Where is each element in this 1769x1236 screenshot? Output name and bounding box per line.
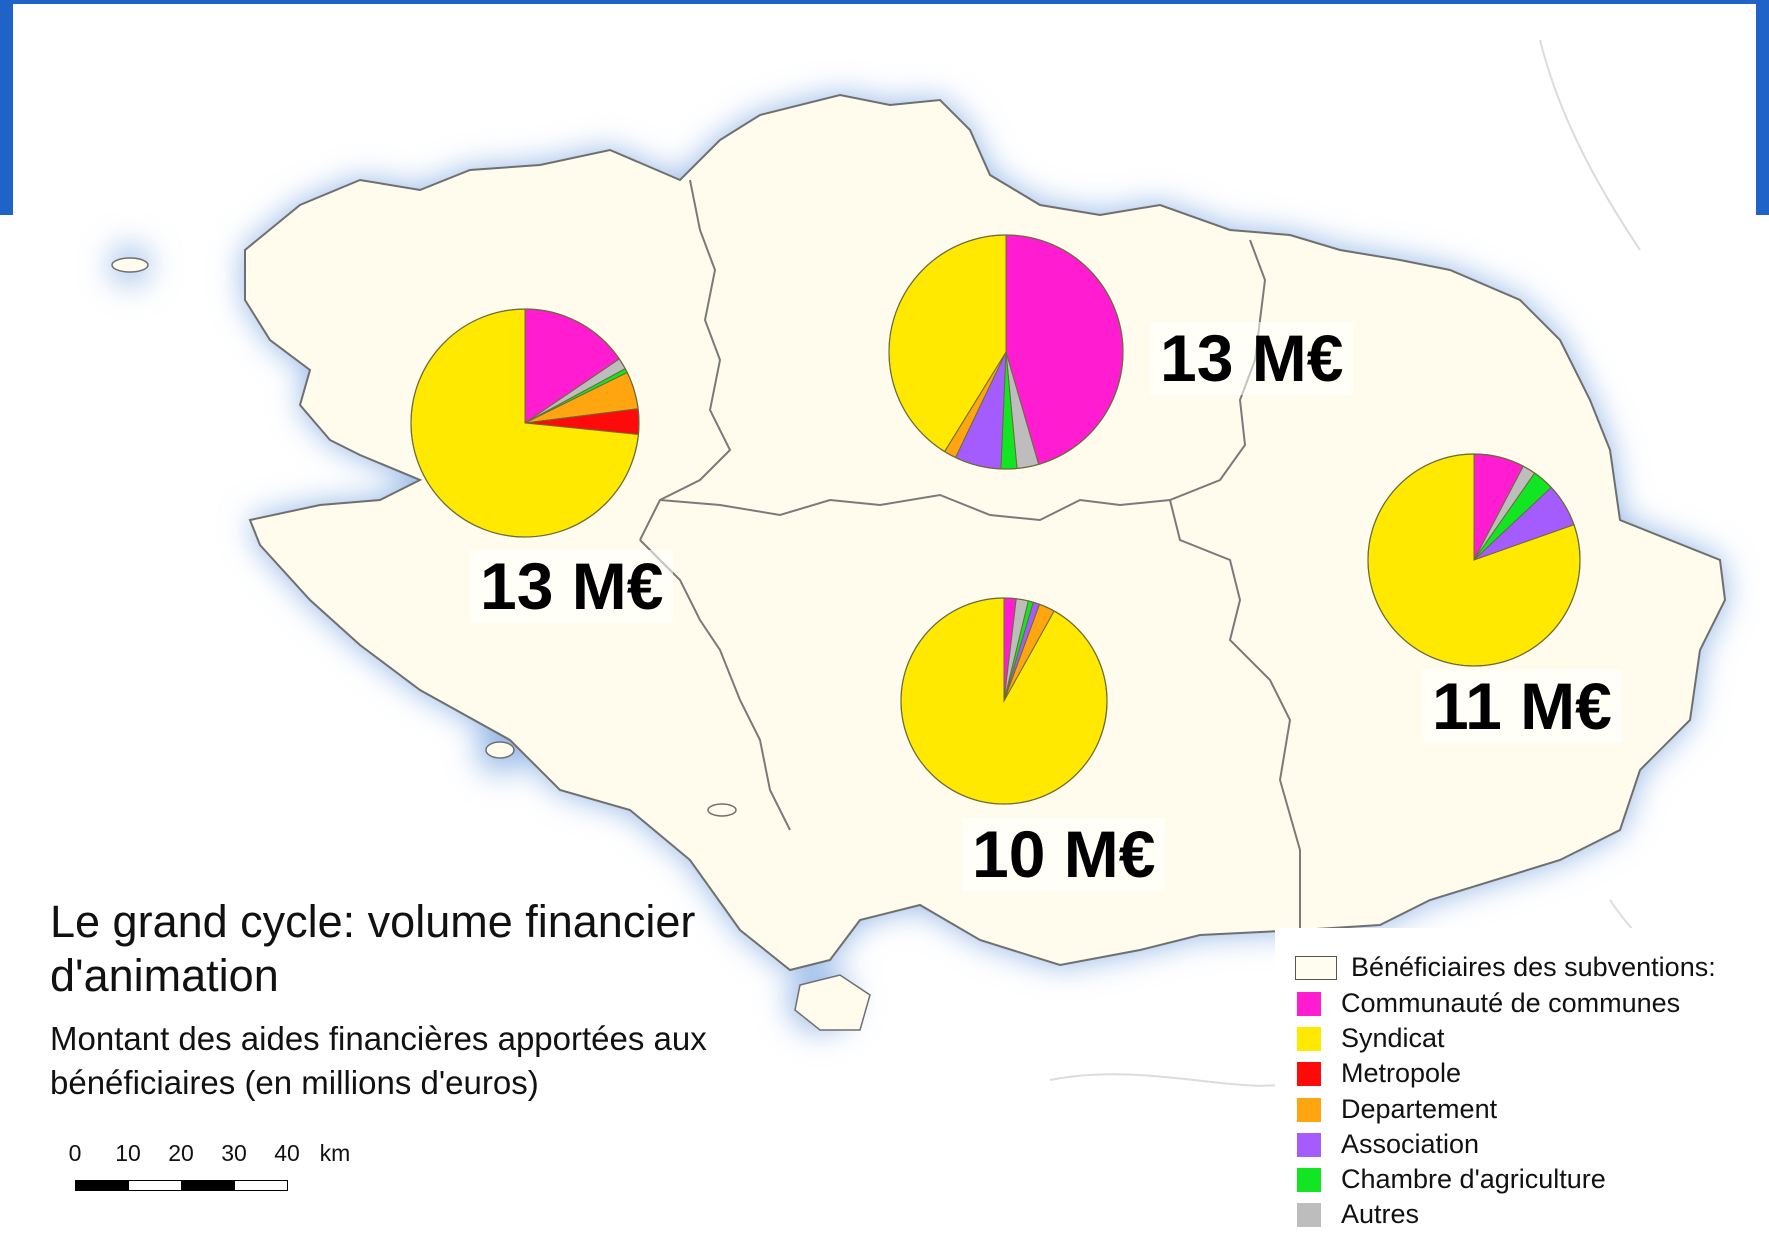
land-swatch: [1295, 955, 1337, 980]
pie-outline-north: [888, 234, 1124, 470]
legend-item-label: Autres: [1341, 1199, 1420, 1229]
frame-accent-top: [0, 0, 1769, 4]
frame-accent-left: [0, 0, 13, 215]
scale-unit: km: [319, 1140, 351, 1166]
pie-south: [900, 597, 1108, 805]
legend-swatch: [1297, 991, 1321, 1016]
legend-heading-text: Bénéficiaires des subventions:: [1351, 952, 1716, 982]
pie-outline-north-west: [410, 308, 640, 538]
legend-item-autres: Autres: [1285, 1199, 1419, 1230]
pie-north-west: [410, 308, 640, 538]
legend-item-label: Association: [1341, 1129, 1480, 1159]
legend-swatch: [1297, 1026, 1321, 1051]
scale-tick-40: 40: [274, 1140, 300, 1166]
legend-item-chambre: Chambre d'agriculture: [1285, 1164, 1606, 1195]
frame-accent-right: [1756, 0, 1769, 215]
legend-item-association: Association: [1285, 1129, 1479, 1160]
legend-item-label: Communauté de communes: [1341, 988, 1681, 1018]
map-subtitle: Montant des aides financières apportées …: [50, 1020, 707, 1101]
legend-swatch: [1297, 1202, 1321, 1227]
legend-item-metropole: Metropole: [1285, 1058, 1461, 1089]
scale-segment-4: [234, 1180, 288, 1191]
legend-swatch: [1297, 1061, 1321, 1086]
legend-item-syndicat: Syndicat: [1285, 1023, 1445, 1054]
map-title-block: Le grand cycle: volume financier d'anima…: [50, 895, 810, 1104]
scale-segment-2: [128, 1180, 182, 1191]
total-label-north: 13 M€: [1150, 322, 1354, 395]
land-mass: [111, 93, 1727, 1031]
scale-tick-10: 10: [115, 1140, 141, 1166]
legend-item-label: Metropole: [1341, 1058, 1462, 1088]
legend-swatch: [1297, 1167, 1321, 1192]
total-label-south: 10 M€: [962, 818, 1166, 891]
scale-segment-3: [181, 1180, 235, 1191]
legend: Bénéficiaires des subventions: Communaut…: [1275, 928, 1769, 1236]
total-label-east: 11 M€: [1422, 670, 1622, 743]
scale-segment-1: [75, 1180, 129, 1191]
legend-item-departement: Departement: [1285, 1094, 1497, 1125]
legend-item-label: Chambre d'agriculture: [1341, 1164, 1606, 1194]
pie-outline-south: [900, 597, 1108, 805]
pie-slice-south-5: [900, 597, 1108, 805]
legend-item-communaute: Communauté de communes: [1285, 988, 1680, 1019]
pie-outline-east: [1367, 453, 1581, 667]
legend-item-label: Syndicat: [1341, 1023, 1445, 1053]
total-label-north-west: 13 M€: [470, 550, 674, 623]
pie-east: [1367, 453, 1581, 667]
pie-charts: [410, 234, 1581, 805]
legend-heading: Bénéficiaires des subventions:: [1285, 952, 1716, 983]
pie-north: [888, 234, 1124, 470]
legend-swatch: [1297, 1132, 1321, 1157]
scale-tick-0: 0: [68, 1140, 82, 1166]
legend-item-label: Departement: [1341, 1094, 1498, 1124]
legend-swatch: [1297, 1097, 1321, 1122]
scale-bar: 0 10 20 30 40 km: [60, 1140, 360, 1196]
scale-tick-20: 20: [168, 1140, 194, 1166]
map-title: Le grand cycle: volume financier d'anima…: [50, 896, 696, 1001]
scale-tick-30: 30: [221, 1140, 247, 1166]
